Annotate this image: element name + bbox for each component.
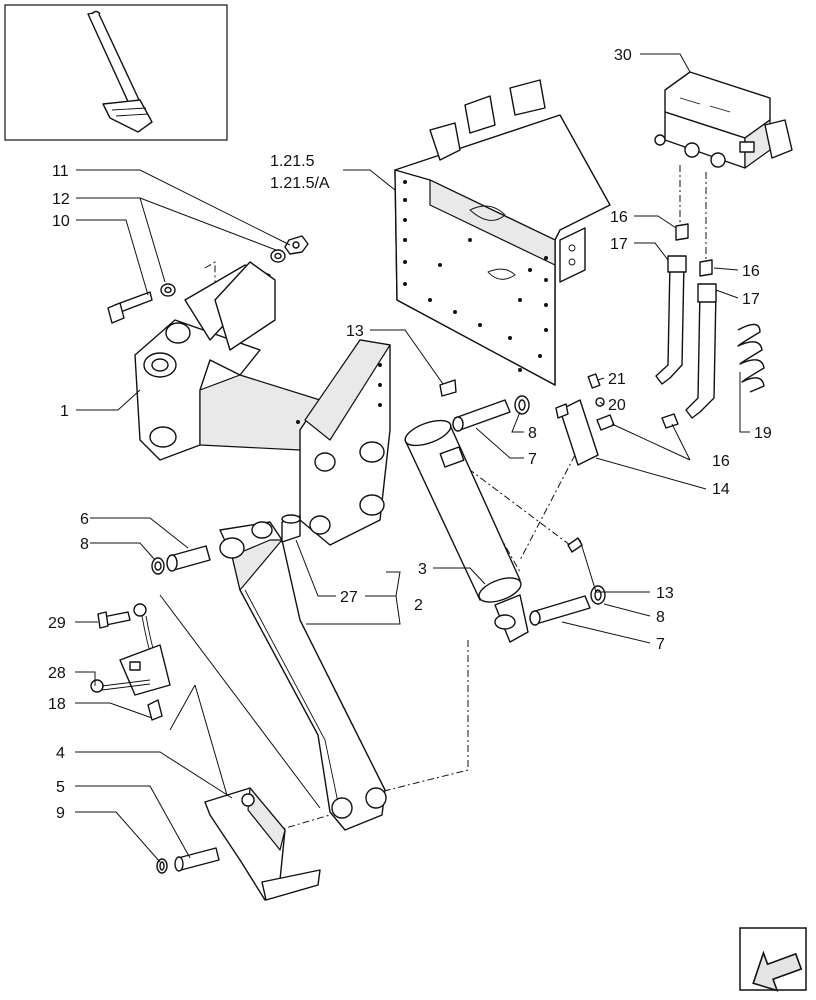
callout-18: 18 xyxy=(48,696,66,713)
callout-2: 2 xyxy=(414,597,423,614)
callout-14: 14 xyxy=(712,481,730,498)
callout-labels: 30 1.21.5 1.21.5/A 11 12 10 16 17 16 17 … xyxy=(48,47,772,822)
callout-11: 11 xyxy=(52,163,69,180)
pedal-lever-arm xyxy=(219,514,387,831)
next-page-arrow-icon[interactable] xyxy=(739,927,807,997)
callout-21: 21 xyxy=(608,371,626,388)
hydraulic-hoses xyxy=(655,255,717,419)
callout-27: 27 xyxy=(340,589,358,606)
foot-pedal xyxy=(156,787,321,901)
bolt-washer-nut xyxy=(107,235,309,324)
callout-7-upper: 7 xyxy=(528,451,537,468)
callout-1: 1 xyxy=(60,403,69,420)
callout-17-right: 17 xyxy=(742,291,760,308)
callout-1-21-5-a: 1.21.5/A xyxy=(270,175,330,192)
cylinder-pin-upper xyxy=(452,395,530,432)
callout-3: 3 xyxy=(418,561,427,578)
arm-pin xyxy=(151,545,211,575)
callout-16-right: 16 xyxy=(742,263,760,280)
callout-30: 30 xyxy=(614,47,632,64)
callout-17-left: 17 xyxy=(610,236,628,253)
leader-lines xyxy=(75,53,750,863)
callout-6: 6 xyxy=(80,511,89,528)
main-frame-assembly xyxy=(394,79,611,386)
ground-strap xyxy=(90,594,321,841)
callout-13-upper: 13 xyxy=(346,323,364,340)
callout-20: 20 xyxy=(608,397,626,414)
callout-16-bottom: 16 xyxy=(712,453,730,470)
callout-8-upper: 8 xyxy=(528,425,537,442)
cylinder-pin-lower xyxy=(529,537,606,626)
callout-4: 4 xyxy=(56,745,65,762)
callout-13-lower: 13 xyxy=(656,585,674,602)
callout-9: 9 xyxy=(56,805,65,822)
callout-7-lower: 7 xyxy=(656,636,665,653)
thumbnail-frame xyxy=(4,4,228,141)
pivot-bracket xyxy=(134,261,391,546)
callout-5: 5 xyxy=(56,779,65,796)
callout-8-lower: 8 xyxy=(656,609,665,626)
callout-19: 19 xyxy=(754,425,772,442)
callout-8-left: 8 xyxy=(80,536,89,553)
pedal-arm-thumbnail-icon xyxy=(87,10,153,133)
callout-12: 12 xyxy=(52,191,70,208)
control-valve-block xyxy=(654,71,793,169)
hydraulic-cylinder xyxy=(404,379,529,643)
callout-16-top: 16 xyxy=(610,209,628,226)
callout-28: 28 xyxy=(48,665,66,682)
callout-29: 29 xyxy=(48,615,66,632)
spiral-hose-guard xyxy=(737,323,765,393)
callout-10: 10 xyxy=(52,213,70,230)
assembly-dashed-lines xyxy=(204,165,707,841)
callout-1-21-5: 1.21.5 xyxy=(270,153,315,170)
